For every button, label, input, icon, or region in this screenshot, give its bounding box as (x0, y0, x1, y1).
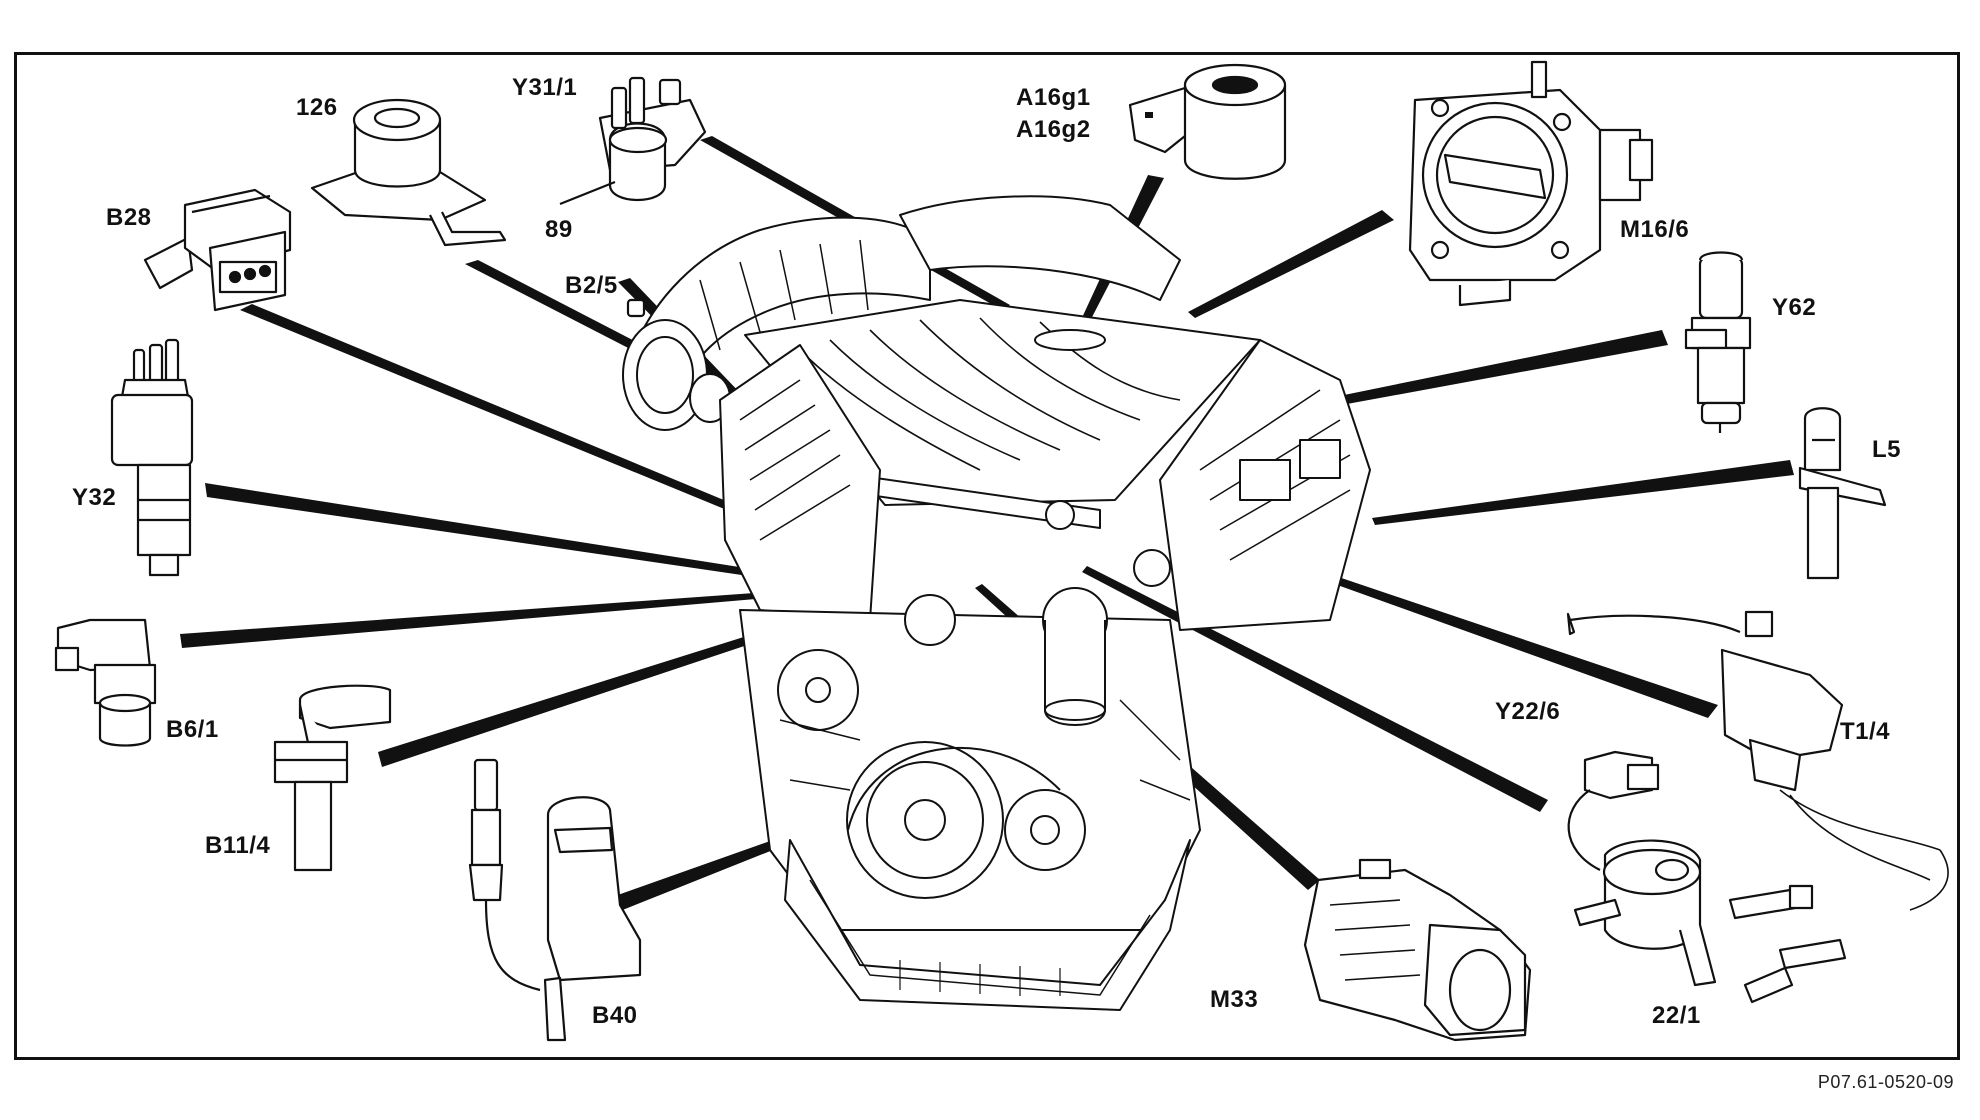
component-126-icon (310, 98, 507, 247)
label-y22-6: Y22/6 (1495, 698, 1561, 725)
component-22-1-actuator-icon (1573, 839, 1717, 987)
diagram-frame (14, 52, 1960, 1060)
label-y32: Y32 (72, 484, 117, 511)
component-b40-sensor-icon (468, 758, 642, 1042)
leader-y62 (1256, 330, 1668, 420)
label-l5: L5 (1872, 436, 1902, 463)
label-y62: Y62 (1772, 294, 1817, 321)
label-22-1: 22/1 (1652, 1002, 1701, 1029)
leader-m16-6 (1188, 210, 1394, 318)
label-a16g2: A16g2 (1016, 116, 1091, 143)
component-b28-sensor-icon (143, 188, 292, 312)
component-m33-air-pump-icon (1303, 858, 1532, 1042)
component-y62-injector-icon (1684, 251, 1752, 433)
label-b28: B28 (106, 204, 152, 231)
label-89: 89 (545, 216, 573, 243)
label-b6-1: B6/1 (166, 716, 219, 743)
leader-b6-1 (180, 592, 768, 648)
leader-y32 (205, 483, 790, 582)
leader-b11-4 (378, 602, 858, 767)
component-y31-1-icon (559, 76, 707, 206)
label-b40: B40 (592, 1002, 638, 1029)
v8-engine-illustration (622, 195, 1371, 1011)
label-a16g1: A16g1 (1016, 84, 1091, 111)
leader-l5 (1372, 460, 1794, 525)
component-m16-6-throttle-icon (1408, 60, 1654, 307)
label-y31-1: Y31/1 (512, 74, 578, 101)
label-m16-6: M16/6 (1620, 216, 1690, 243)
component-t1-4-coil-icon (1566, 610, 1949, 1004)
leader-t1-4 (1290, 562, 1718, 718)
label-t1-4: T1/4 (1840, 718, 1891, 745)
figure-id: P07.61-0520-09 (1817, 1072, 1954, 1092)
component-b11-4-sensor-icon (273, 684, 392, 872)
label-b2-5: B2/5 (565, 272, 618, 299)
label-b11-4: B11/4 (205, 832, 271, 859)
component-l5-sensor-icon (1798, 407, 1887, 580)
component-b2-5-sensor-icon (626, 298, 646, 318)
label-126: 126 (296, 94, 338, 121)
component-y22-6-valve-icon (1567, 750, 1660, 871)
component-y32-valve-icon (110, 338, 194, 577)
label-m33: M33 (1210, 986, 1259, 1013)
leader-b28 (240, 304, 820, 545)
component-a16-knock-sensor-icon (1128, 63, 1287, 180)
component-b6-1-sensor-icon (54, 618, 157, 747)
